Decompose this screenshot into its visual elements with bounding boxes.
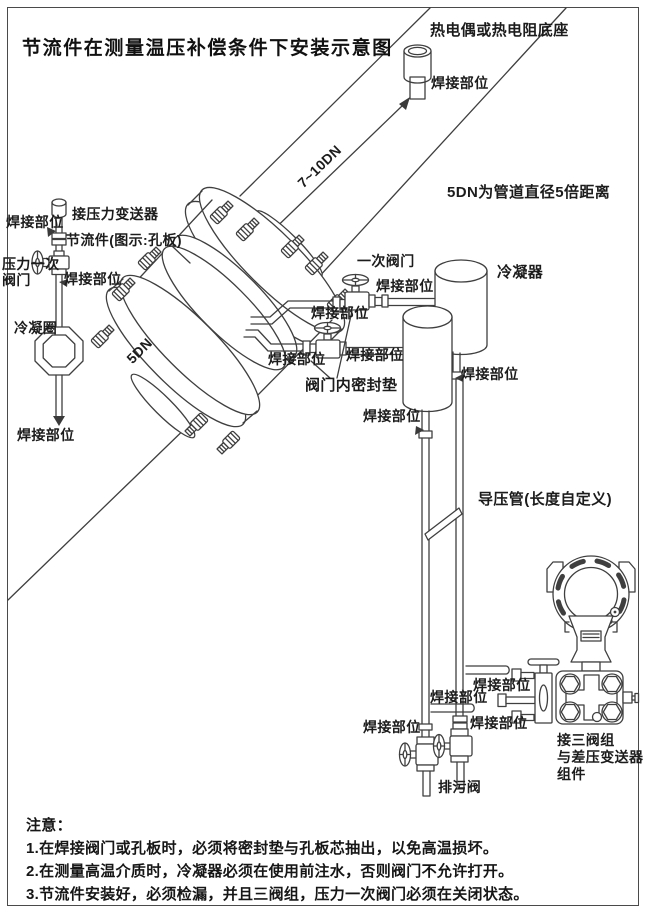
thermowell: [403, 44, 432, 100]
weld-label: 焊接部位: [461, 366, 519, 382]
second-valve-handwheel: [313, 321, 342, 335]
weld-label: 焊接部位: [363, 408, 421, 424]
diagram-border: [7, 7, 639, 906]
weld-label: 焊接部位: [430, 689, 488, 705]
notes-block: 注意： 1.在焊接阀门或孔板时，必须将密封垫与孔板芯抽出，以免高温损坏。 2.在…: [26, 814, 529, 906]
dn-distance-note: 5DN为管道直径5倍距离: [447, 184, 611, 201]
primary-valves: [243, 273, 435, 379]
pressure-transmitter-label: 接压力变送器: [72, 206, 159, 222]
drain-valve-label: 排污阀: [438, 779, 482, 795]
weld-label: 焊接部位: [363, 719, 421, 735]
weld-label: 焊接部位: [311, 305, 369, 321]
drain-valve-handwheel-2: [432, 733, 446, 759]
weld-label: 焊接部位: [64, 271, 122, 287]
throttle-label: 节流件(图示:孔板): [66, 232, 182, 248]
three-valve-manifold: [527, 658, 560, 724]
condensate-ring-shape: [34, 326, 84, 376]
three-valve-group-line1: 接三阀组: [557, 732, 615, 748]
pressure-tap-column: [31, 198, 84, 417]
weld-label: 焊接部位: [17, 427, 75, 443]
seal-leader-lines: [310, 310, 353, 379]
drain-valve-handwheel: [398, 742, 412, 767]
dp-transmitter: [546, 555, 640, 725]
page-title: 节流件在测量温压补偿条件下安装示意图: [22, 38, 393, 59]
drain-valves: [398, 723, 473, 797]
three-valve-group-line3: 组件: [557, 766, 586, 782]
note-item-3: 3.节流件安装好，必须检漏，并且三阀组，压力一次阀门必须在关闭状态。: [26, 886, 529, 903]
three-valve-group-line2: 与差压变送器: [557, 749, 644, 765]
weld-label: 焊接部位: [376, 278, 434, 294]
weld-label: 焊接部位: [346, 347, 404, 363]
impulse-tubing: [421, 378, 536, 730]
orifice-assembly: [89, 186, 353, 457]
main-pipe: [7, 7, 567, 601]
condensate-ring-label: 冷凝圈: [14, 320, 58, 336]
thermocouple-base-label: 热电偶或热电阻底座: [430, 22, 569, 39]
pressure-primary-valve-line2: 阀门: [2, 271, 31, 288]
valve-seal-label: 阀门内密封垫: [305, 377, 398, 394]
weld-label: 焊接部位: [470, 715, 528, 731]
pressure-primary-valve-label: 压力一次 阀门: [2, 256, 60, 288]
dimension-line: [261, 105, 403, 242]
condenser-label: 冷凝器: [497, 264, 544, 281]
primary-valve-label: 一次阀门: [357, 253, 415, 269]
note-item-1: 1.在焊接阀门或孔板时，必须将密封垫与孔板芯抽出，以免高温损坏。: [26, 840, 499, 857]
weld-label: 焊接部位: [431, 75, 489, 91]
pressure-primary-valve-line1: 压力一次: [2, 256, 60, 272]
weld-label: 焊接部位: [6, 214, 64, 230]
throttle-leader: [171, 245, 191, 264]
three-valve-group-label: 接三阀组 与差压变送器 组件: [557, 732, 643, 783]
weld-label: 焊接部位: [473, 677, 531, 693]
weld-label: 焊接部位: [268, 351, 326, 367]
notes-heading: 注意：: [26, 817, 72, 834]
note-item-2: 2.在测量高温介质时，冷凝器必须在使用前注水，否则阀门不允许打开。: [26, 863, 514, 880]
impulse-pipe-label: 导压管(长度自定义): [478, 491, 612, 508]
primary-valve-handwheel: [341, 273, 370, 287]
weld-arrows: [47, 97, 463, 435]
condensers: [402, 259, 488, 439]
